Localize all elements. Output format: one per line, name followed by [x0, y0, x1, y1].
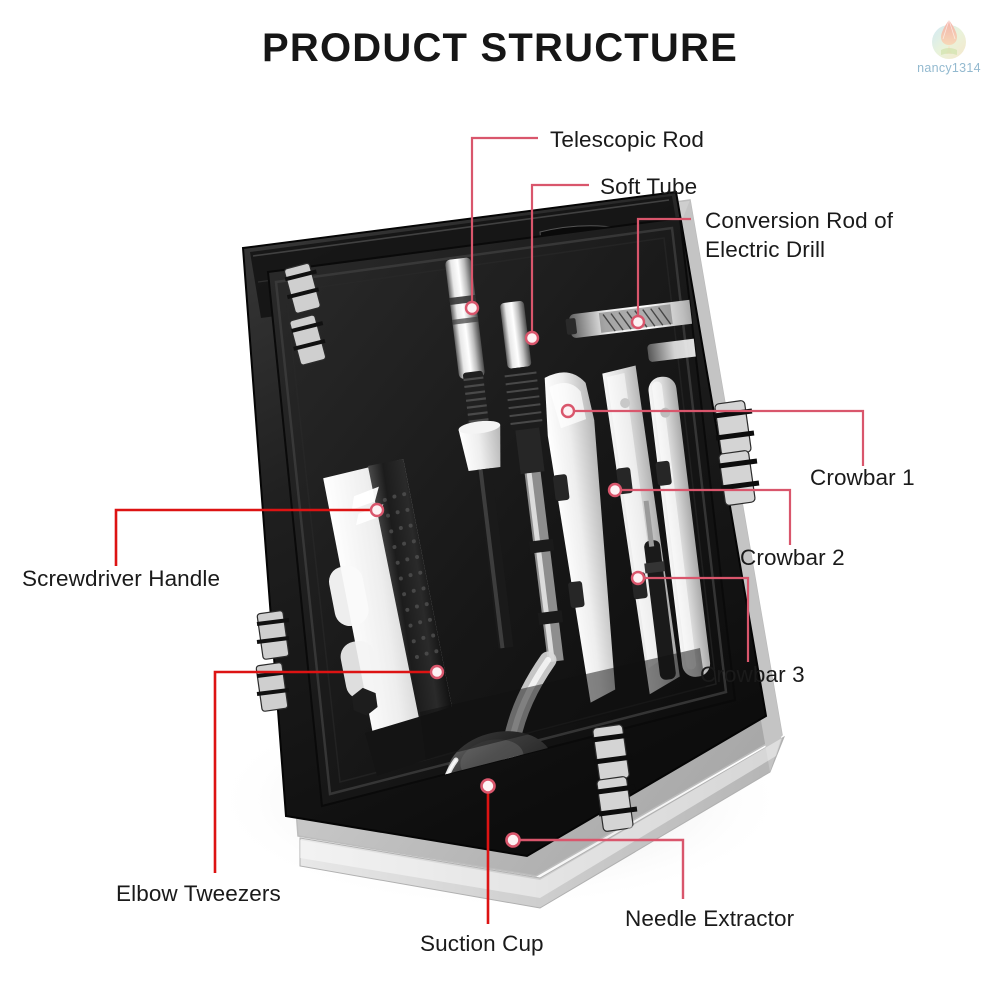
callout-label-crowbar-3: Crowbar 3: [700, 662, 805, 687]
callout-label-telescopic-rod: Telescopic Rod: [550, 127, 704, 152]
page-title: PRODUCT STRUCTURE: [262, 26, 738, 70]
callout-label-conversion-rod-electric-drill: Conversion Rod of Electric Drill: [705, 208, 894, 262]
callout-label-crowbar-1: Crowbar 1: [810, 465, 915, 490]
callout-label-crowbar-2: Crowbar 2: [740, 545, 845, 570]
balloon-teardrop-icon: [923, 12, 975, 64]
watermark: nancy1314: [906, 12, 992, 86]
callout-label-elbow-tweezers: Elbow Tweezers: [116, 881, 281, 906]
callout-label-needle-extractor: Needle Extractor: [625, 906, 795, 931]
callout-label-suction-cup: Suction Cup: [420, 931, 544, 956]
callout-label-soft-tube: Soft Tube: [600, 174, 698, 199]
watermark-username: nancy1314: [917, 61, 981, 75]
callout-label-screwdriver-handle: Screwdriver Handle: [22, 566, 221, 591]
